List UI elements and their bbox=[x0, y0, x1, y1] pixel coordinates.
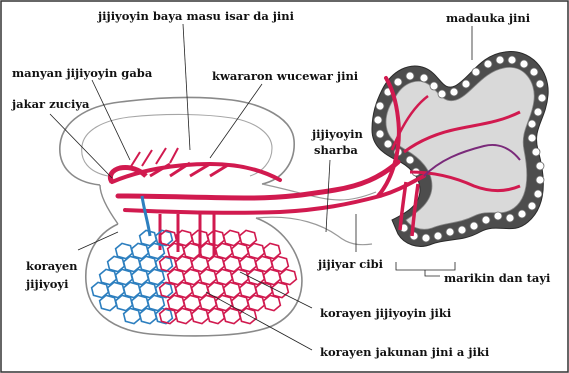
label-top-right: madauka jini bbox=[446, 11, 531, 25]
stalk-outline-bottom bbox=[256, 217, 372, 245]
label-mid-right-2: sharba bbox=[314, 143, 358, 157]
label-mid-right-1: jijiyoyin bbox=[311, 127, 363, 141]
label-top-center: jijiyoyin baya masu isar da jini bbox=[97, 9, 295, 23]
neck-outline bbox=[100, 185, 118, 224]
villus-circle bbox=[528, 134, 536, 142]
leader-mid-right bbox=[326, 160, 330, 232]
villus-circle bbox=[406, 156, 414, 164]
yolk-sac-outline bbox=[86, 218, 302, 336]
villus-circle bbox=[376, 130, 384, 138]
capillary-cell bbox=[176, 308, 193, 323]
villus-circle bbox=[534, 108, 542, 116]
capillary-cell bbox=[140, 308, 157, 323]
leader-left-lower bbox=[78, 232, 118, 250]
label-bottom-1: korayen jijiyoyin jiki bbox=[320, 306, 452, 320]
label-left-lower-1: korayen bbox=[26, 259, 78, 273]
villus-circle bbox=[536, 176, 544, 184]
villus-circle bbox=[422, 234, 430, 242]
villus-circle bbox=[430, 82, 438, 90]
capillary-cell bbox=[264, 295, 281, 310]
villus-circle bbox=[438, 90, 446, 98]
villus-circle bbox=[406, 72, 414, 80]
capillary-cell bbox=[208, 308, 225, 323]
capillary-cell bbox=[248, 295, 265, 310]
label-right-bottom: marikin dan tayi bbox=[444, 271, 551, 285]
vitelline-vein-network bbox=[92, 230, 173, 323]
villus-circle bbox=[538, 94, 546, 102]
capillary-cell bbox=[192, 308, 209, 323]
villus-circle bbox=[470, 222, 478, 230]
villus-circle bbox=[532, 148, 540, 156]
label-center-bottom: jijiyar cibi bbox=[317, 257, 384, 271]
villus-circle bbox=[484, 60, 492, 68]
label-middle-top: kwararon wucewar jini bbox=[212, 69, 359, 83]
villus-circle bbox=[462, 80, 470, 88]
label-left-mid: jakar zuciya bbox=[11, 97, 90, 111]
villus-circle bbox=[506, 214, 514, 222]
villus-circle bbox=[528, 202, 536, 210]
villus-circle bbox=[528, 120, 536, 128]
vitelline-artery-network bbox=[160, 230, 297, 323]
villus-circle bbox=[434, 232, 442, 240]
villus-circle bbox=[458, 226, 466, 234]
villus-circle bbox=[376, 102, 384, 110]
villus-circle bbox=[534, 190, 542, 198]
villus-circle bbox=[520, 60, 528, 68]
leader-middle-top bbox=[210, 84, 262, 158]
capillary-cell bbox=[240, 308, 257, 323]
capillary-cell bbox=[100, 295, 117, 310]
capillary-cell bbox=[280, 269, 297, 284]
villus-circle bbox=[450, 88, 458, 96]
villus-circle bbox=[494, 212, 502, 220]
villus-circle bbox=[420, 74, 428, 82]
label-bottom-2: korayen jakunan jini a jiki bbox=[320, 345, 490, 359]
villus-circle bbox=[508, 56, 516, 64]
capillary-cell bbox=[224, 308, 241, 323]
villus-circle bbox=[482, 216, 490, 224]
capillary-cell bbox=[124, 308, 141, 323]
villus-circle bbox=[536, 162, 544, 170]
label-left-lower-2: jijiyoyi bbox=[25, 277, 69, 291]
villus-circle bbox=[536, 80, 544, 88]
villus-circle bbox=[496, 56, 504, 64]
villus-circle bbox=[394, 78, 402, 86]
villus-circle bbox=[472, 68, 480, 76]
villus-circle bbox=[374, 116, 382, 124]
villus-circle bbox=[446, 228, 454, 236]
villus-circle bbox=[518, 210, 526, 218]
leader-upper-left bbox=[92, 80, 130, 160]
label-upper-left: manyan jijiyoyin gaba bbox=[12, 66, 153, 80]
leader-top-center bbox=[183, 24, 190, 150]
villus-circle bbox=[530, 68, 538, 76]
villus-circle bbox=[384, 140, 392, 148]
